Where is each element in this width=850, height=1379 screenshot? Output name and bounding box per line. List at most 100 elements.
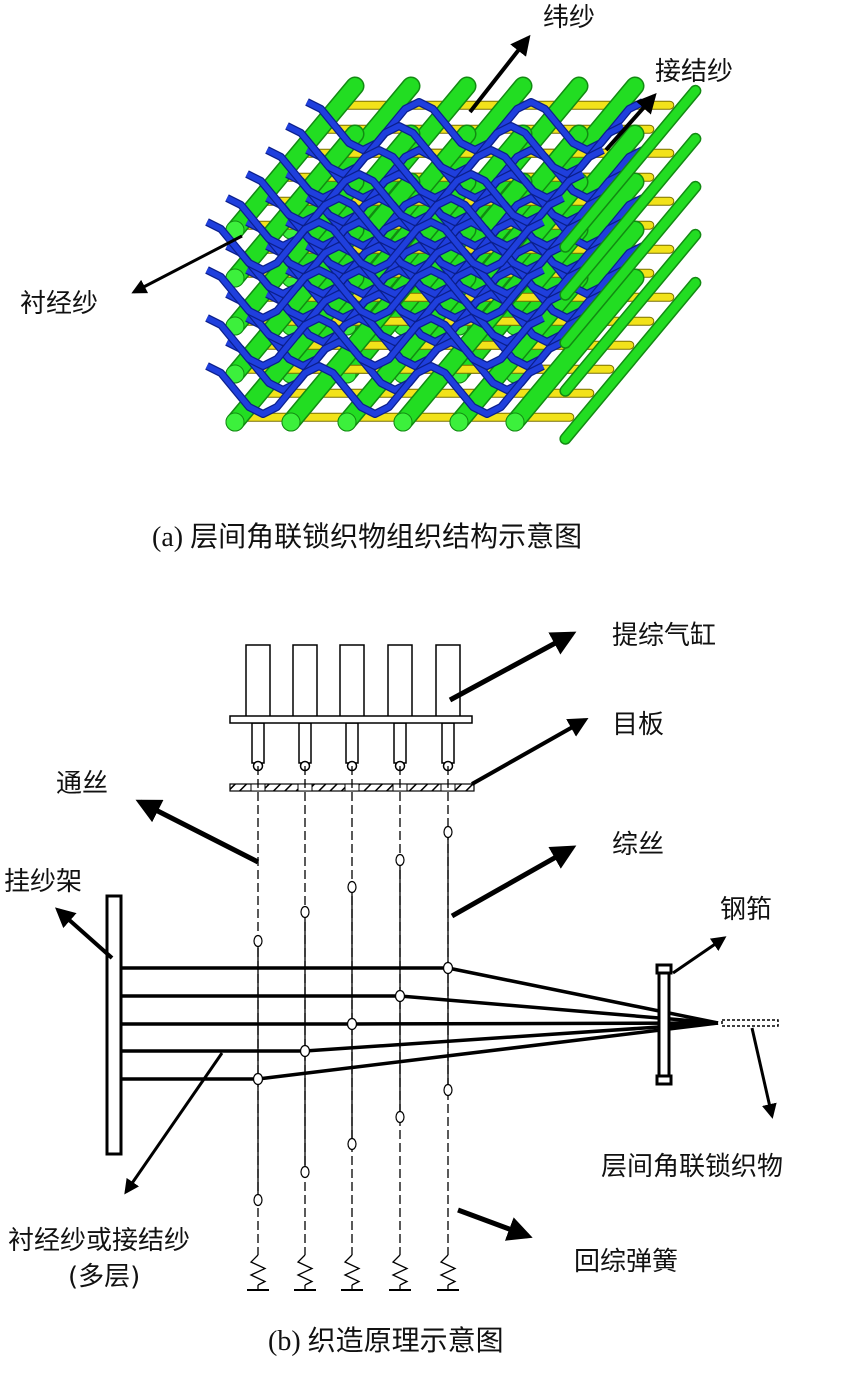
side-weft-yarn (560, 230, 700, 396)
arrow-binder (604, 93, 657, 152)
weft-yarn-end (505, 412, 525, 432)
label-heddle: 综丝 (612, 830, 664, 860)
label-stuffer-warp: 衬经纱 (20, 289, 98, 319)
reed-cap (655, 1074, 673, 1086)
label-creel: 挂纱架 (4, 867, 82, 897)
cylinder (292, 644, 318, 718)
heddle-eye (394, 989, 406, 1003)
weft-yarn (339, 222, 475, 382)
heddle-ring (395, 1110, 405, 1124)
arrow-creel (55, 907, 114, 960)
caption-a: (a) 层间角联锁织物组织结构示意图 (152, 521, 582, 553)
weft-yarn-end (337, 412, 357, 432)
binder-yarn (305, 99, 645, 153)
heddle-eye (252, 1072, 264, 1086)
label-binder: 接结纱 (655, 57, 733, 87)
return-spring (439, 1254, 457, 1286)
piston-rod (345, 722, 359, 764)
warp-yarn (447, 966, 719, 1025)
weft-yarn (507, 222, 643, 382)
reed (657, 965, 671, 1085)
piston-rod (298, 722, 312, 764)
piston-rod (393, 722, 407, 764)
binder-yarn (265, 243, 605, 297)
warp-yarn (351, 1021, 719, 1026)
arrow-eye-board (471, 718, 589, 786)
arrow-reed (672, 936, 727, 975)
binder-yarn (245, 171, 585, 225)
binder-yarn (265, 147, 605, 201)
piston-rod (441, 722, 455, 764)
binder-yarn (205, 219, 545, 273)
arrow-return-spring (457, 1207, 533, 1241)
binder-yarn (285, 123, 625, 177)
heddle-ring (253, 934, 263, 948)
heddle-ring (395, 853, 405, 867)
arrow-cylinder (448, 631, 577, 703)
weft-yarn (227, 270, 363, 430)
arrow-stuffer (131, 234, 243, 294)
binder-yarn (285, 267, 625, 321)
weft-yarn (507, 126, 643, 286)
binder-yarn (245, 267, 585, 321)
cylinder (245, 644, 271, 718)
binder-yarn (205, 267, 545, 321)
weft-yarn-end (281, 412, 301, 432)
binder-yarn (285, 171, 625, 225)
side-weft-yarn (560, 86, 700, 252)
arrow-heddle (450, 845, 577, 919)
binder-yarn (205, 315, 545, 369)
label-fabric: 层间角联锁织物 (601, 1152, 783, 1182)
heddle-ring (300, 1165, 310, 1179)
label-yarn-layers: 衬经纱或接结纱 (8, 1226, 190, 1256)
heddle-ring (253, 1193, 263, 1207)
weft-yarn (451, 222, 587, 382)
woven-fabric (721, 1019, 779, 1027)
weft-yarn-end (449, 412, 469, 432)
heddle-eye (442, 961, 454, 975)
weft-yarn (507, 174, 643, 334)
label-harness-cord: 通丝 (56, 769, 108, 799)
binder-yarn (245, 315, 585, 369)
cylinder (435, 644, 461, 718)
creel-bar (105, 894, 123, 1156)
binder-yarn (305, 195, 645, 249)
binder-yarn (305, 147, 645, 201)
weft-yarn (451, 270, 587, 430)
cylinder (339, 644, 365, 718)
weft-yarn-end (225, 412, 245, 432)
arrow-fabric (750, 1027, 777, 1119)
heddle-ring (347, 1137, 357, 1151)
heddle-ring (300, 905, 310, 919)
weft-yarn (339, 270, 475, 430)
return-spring (343, 1254, 361, 1286)
label-eye-board: 目板 (612, 710, 664, 740)
label-return-spring: 回综弹簧 (574, 1247, 678, 1277)
weft-yarn (227, 78, 363, 238)
binder-yarn (225, 291, 565, 345)
binder-yarn (245, 219, 585, 273)
weave-structure-3d (205, 76, 702, 445)
weft-yarn (227, 126, 363, 286)
weft-yarn (507, 270, 643, 430)
cylinder (387, 644, 413, 718)
weft-yarn (395, 78, 531, 238)
binder-yarn (205, 363, 545, 417)
side-weft-yarn (560, 134, 700, 300)
side-weft-yarn (560, 182, 700, 348)
binder-yarn (225, 243, 565, 297)
heddle-ring (443, 1083, 453, 1097)
cylinder-plate (229, 715, 473, 724)
return-spring (391, 1254, 409, 1286)
arrow-yarn-layers (124, 1052, 224, 1195)
caption-b: (b) 织造原理示意图 (268, 1325, 504, 1357)
heddle-ring (347, 880, 357, 894)
arrow-harness-cord (135, 799, 260, 865)
weft-yarn (283, 78, 419, 238)
weft-yarn (227, 222, 363, 382)
label-weft: 纬纱 (543, 3, 595, 33)
return-spring (249, 1254, 267, 1286)
binder-yarn (285, 219, 625, 273)
weft-yarn (227, 174, 363, 334)
